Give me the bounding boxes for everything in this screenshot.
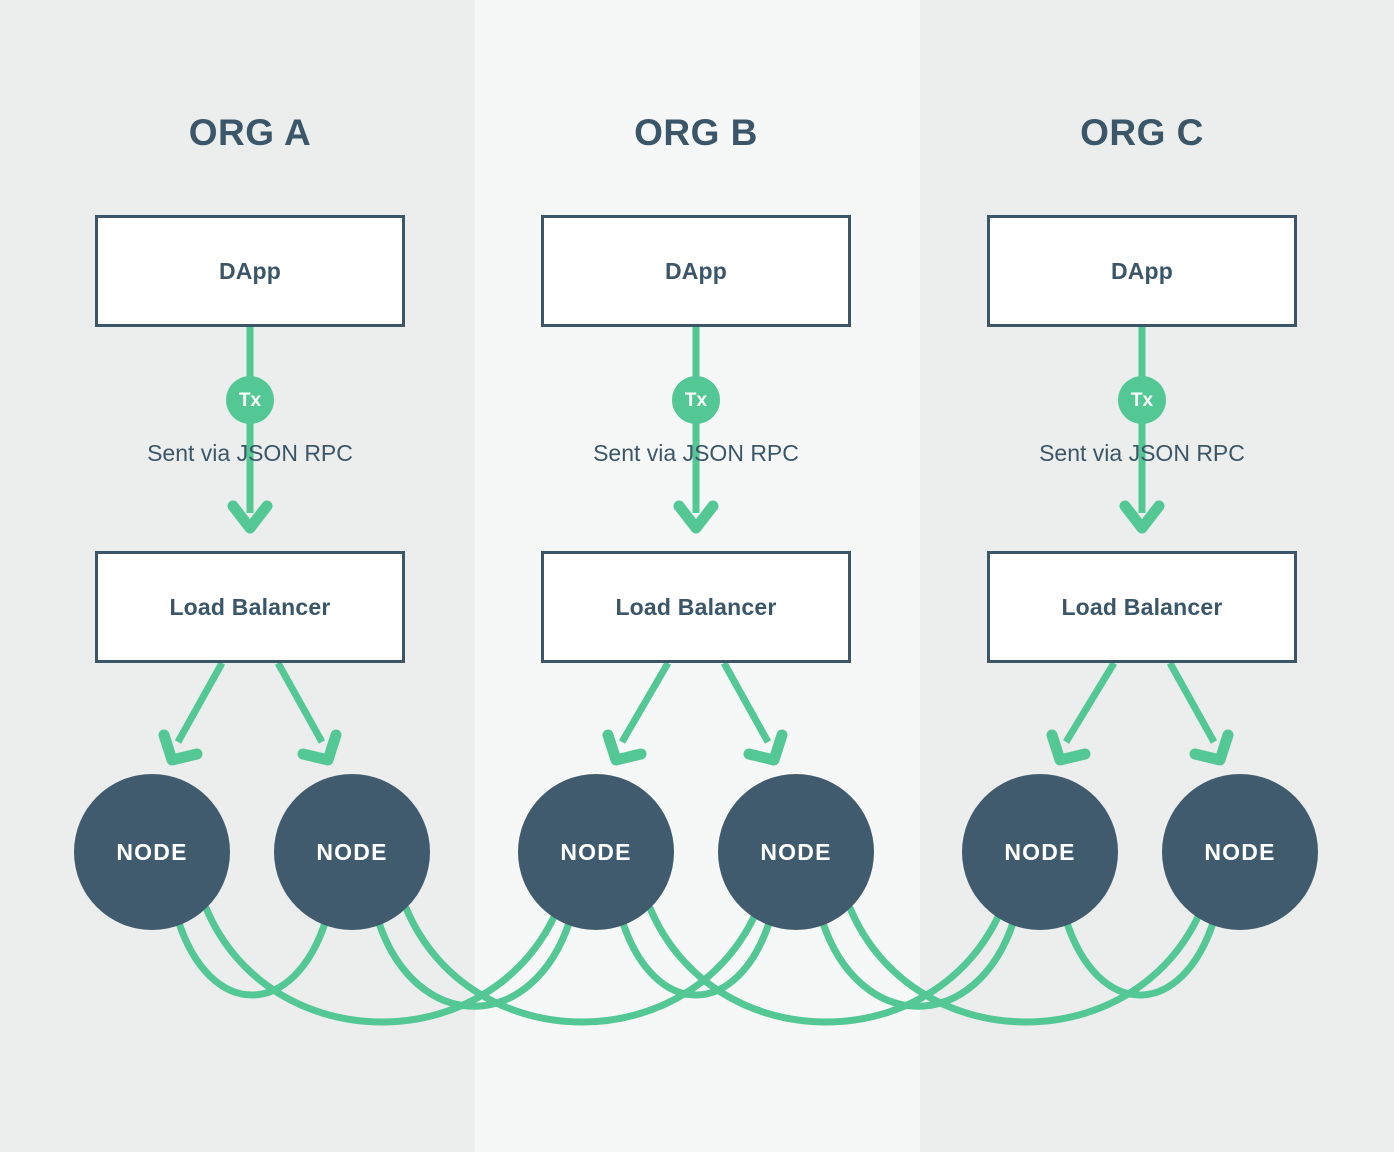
dapp-box-a[interactable]: DApp	[95, 215, 405, 327]
mesh-curve-n2-n3	[374, 916, 574, 1010]
node-circle-c1[interactable]: NODE	[962, 774, 1118, 930]
tx-badge-a[interactable]: Tx	[226, 376, 274, 424]
arrowhead-to-lb-c	[1119, 500, 1165, 534]
org-title-b: ORG B	[634, 112, 758, 153]
org-title-a: ORG A	[188, 112, 312, 153]
mesh-curve-n5-n6	[1062, 916, 1218, 999]
mesh-curve-n4-n6	[846, 904, 1206, 1026]
tx-label-a: Tx	[238, 389, 262, 411]
node-circle-c2[interactable]: NODE	[1162, 774, 1318, 930]
arrowhead-to-lb-a	[227, 500, 273, 534]
tx-label-b: Tx	[684, 389, 708, 411]
tx-badge-b[interactable]: Tx	[672, 376, 720, 424]
rpc-caption-b: Sent via JSON RPC	[593, 440, 799, 466]
lb-to-node-line-c2	[1166, 661, 1218, 744]
lb-to-node-line-c1	[1063, 661, 1117, 744]
arrowhead-node-c2	[1189, 729, 1234, 766]
dapp-box-b[interactable]: DApp	[541, 215, 851, 327]
node-label-b2: NODE	[760, 838, 832, 865]
tx-label-c: Tx	[1130, 389, 1154, 411]
arrowhead-node-b1	[602, 729, 647, 766]
org-title-c: ORG C	[1080, 112, 1204, 153]
load-balancer-label-c: Load Balancer	[1061, 593, 1223, 620]
load-balancer-box-c[interactable]: Load Balancer	[987, 551, 1297, 663]
flow-org-b	[673, 327, 719, 534]
rpc-caption-c: Sent via JSON RPC	[1039, 440, 1245, 466]
node-label-c2: NODE	[1204, 838, 1276, 865]
arrowhead-to-lb-b	[673, 500, 719, 534]
flow-org-a	[227, 327, 273, 534]
lb-to-node-line-b2	[720, 661, 772, 744]
load-balancer-label-b: Load Balancer	[615, 593, 777, 620]
arrowhead-node-a2	[297, 729, 342, 766]
lb-to-node-line-a1	[174, 661, 226, 744]
mesh-curve-n2-n4	[402, 904, 762, 1026]
dapp-label-c: DApp	[1110, 257, 1174, 284]
mesh-curve-n3-n5	[646, 904, 1006, 1026]
node-mesh-curves	[174, 904, 1218, 1026]
node-circle-a2[interactable]: NODE	[274, 774, 430, 930]
node-circle-b1[interactable]: NODE	[518, 774, 674, 930]
mesh-curve-n1-n2	[174, 916, 330, 999]
node-circle-b2[interactable]: NODE	[718, 774, 874, 930]
mesh-curve-n1-n3	[202, 904, 562, 1026]
node-label-a2: NODE	[316, 838, 388, 865]
load-balancer-box-b[interactable]: Load Balancer	[541, 551, 851, 663]
node-label-a1: NODE	[116, 838, 188, 865]
load-balancer-box-a[interactable]: Load Balancer	[95, 551, 405, 663]
load-balancer-label-a: Load Balancer	[169, 593, 331, 620]
arrowhead-node-a1	[158, 729, 203, 766]
tx-badge-c[interactable]: Tx	[1118, 376, 1166, 424]
node-label-c1: NODE	[1004, 838, 1076, 865]
node-label-b1: NODE	[560, 838, 632, 865]
node-circle-a1[interactable]: NODE	[74, 774, 230, 930]
mesh-curve-n3-n4	[618, 916, 774, 999]
flow-org-c	[1119, 327, 1165, 534]
lb-to-node-line-a2	[274, 661, 326, 744]
lb-to-node-line-b1	[618, 661, 672, 744]
mesh-curve-n4-n5	[818, 916, 1018, 1010]
lb-to-node-arrows	[158, 661, 1234, 766]
rpc-caption-a: Sent via JSON RPC	[147, 440, 353, 466]
arrowhead-node-c1	[1046, 729, 1091, 766]
dapp-label-a: DApp	[218, 257, 282, 284]
dapp-label-b: DApp	[664, 257, 728, 284]
dapp-box-c[interactable]: DApp	[987, 215, 1297, 327]
arrowhead-node-b2	[743, 729, 788, 766]
